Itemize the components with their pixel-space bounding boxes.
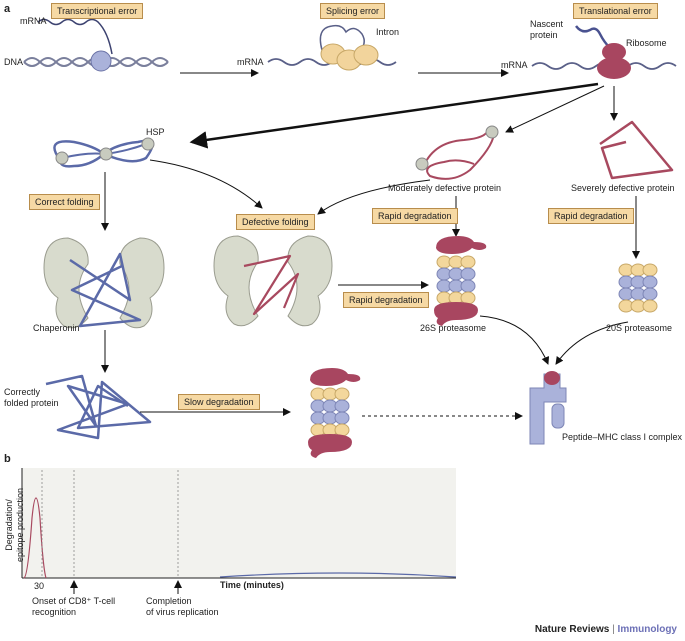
plot-b-slow-curve [219, 572, 457, 578]
proteasome-26s-bottom [308, 368, 361, 458]
peptide-mhc-complex [529, 371, 567, 445]
moderately-defective-protein [415, 125, 499, 180]
arrow-20s-to-mhc [555, 321, 629, 365]
arrow-26s-to-mhc [479, 315, 550, 365]
label-mrna-3: mRNA [501, 60, 528, 70]
box-splicing-error: Splicing error [320, 3, 386, 19]
spliceosome [320, 43, 379, 71]
box-correct-folding: Correct folding [29, 194, 100, 210]
hsp-bound-protein [53, 137, 155, 168]
nascent-protein-chain [575, 25, 611, 49]
journal-separator: | [612, 624, 615, 635]
label-severely-defective: Severely defective protein [571, 183, 675, 193]
plot-b-y-label: Degradation/ epitope production [4, 487, 26, 563]
proteasome-26s [434, 236, 487, 326]
proteasome-20s [618, 263, 658, 313]
journal-name: Nature Reviews [534, 624, 610, 635]
label-moderately-defective: Moderately defective protein [388, 183, 502, 193]
label-mrna-1: mRNA [20, 16, 47, 26]
label-peptide-mhc: Peptide–MHC class I complex [562, 432, 683, 442]
panel-b-label: b [4, 453, 11, 465]
plot-b-background [22, 468, 456, 578]
journal-section: Immunology [617, 624, 677, 635]
box-transcriptional-error: Transcriptional error [51, 3, 144, 19]
arrow-hsp-to-defective-folding [149, 159, 263, 209]
correctly-folded-protein [45, 374, 152, 440]
box-translational-error: Translational error [573, 3, 658, 19]
arrow-moderate-to-defective-folding [317, 179, 431, 215]
label-nascent-protein: Nascent protein [530, 19, 564, 40]
box-defective-folding: Defective folding [236, 214, 315, 230]
plot-b-tick-30: 30 [34, 581, 45, 591]
label-26s-proteasome: 26S proteasome [420, 323, 487, 333]
rna-polymerase [90, 50, 112, 72]
box-rapid-degradation-1: Rapid degradation [372, 208, 458, 224]
plot-b-annotation-onset: Onset of CD8⁺ T-cell recognition [32, 596, 116, 617]
plot-b-rapid-peak [23, 497, 47, 579]
plot-b-annotation-completion: Completion of virus replication [146, 596, 219, 617]
label-correctly-folded: Correctly folded protein [4, 387, 59, 408]
box-rapid-degradation-2: Rapid degradation [548, 208, 634, 224]
chaperonin-correct [43, 237, 165, 329]
arrow-ribosome-to-hsp [189, 82, 599, 149]
label-hsp: HSP [146, 127, 165, 137]
label-chaperonin: Chaperonin [33, 323, 80, 333]
plot-b-x-label: Time (minutes) [220, 580, 284, 590]
label-intron: Intron [376, 27, 400, 37]
chaperonin-defective [213, 235, 333, 327]
box-slow-degradation: Slow degradation [178, 394, 260, 410]
label-ribosome: Ribosome [626, 38, 667, 48]
journal-credit: Nature Reviews | Immunology [535, 624, 677, 635]
label-20s-proteasome: 20S proteasome [606, 323, 673, 333]
label-mrna-2: mRNA [237, 57, 264, 67]
mrna-strand-1 [37, 18, 113, 55]
ribosome [597, 43, 631, 79]
panel-a-label: a [4, 3, 11, 15]
label-dna: DNA [4, 57, 24, 67]
arrow-ribosome-to-moderate [505, 85, 605, 133]
intron-loop [319, 24, 365, 53]
box-rapid-degradation-3: Rapid degradation [343, 292, 429, 308]
severely-defective-protein [599, 120, 674, 180]
